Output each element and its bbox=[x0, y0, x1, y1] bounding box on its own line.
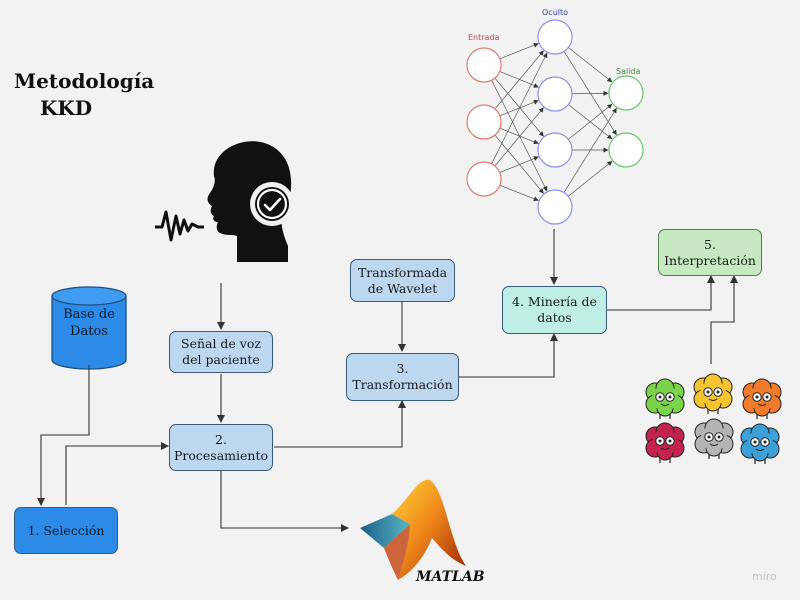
seleccion-node: 1. Selección bbox=[14, 507, 118, 554]
nn-connection bbox=[499, 156, 539, 173]
edge-db-seleccion bbox=[37, 365, 90, 506]
brain-character bbox=[645, 422, 685, 463]
nn-output-label: Salida bbox=[616, 67, 641, 76]
title-line-2: KKD bbox=[40, 96, 93, 120]
matlab-label: MATLAB bbox=[416, 569, 485, 585]
nn-connection bbox=[571, 90, 609, 96]
edge-seleccion-procesamiento bbox=[65, 442, 169, 505]
brain-character bbox=[694, 418, 734, 459]
senal-node: Señal de voz del paciente bbox=[169, 331, 273, 373]
edge-procesamiento-matlab bbox=[220, 471, 349, 532]
nn-connection bbox=[499, 127, 539, 145]
connectors bbox=[37, 229, 738, 532]
edge-brains-interpretacion bbox=[710, 275, 738, 364]
nn-connection bbox=[499, 42, 539, 60]
nn-input-node bbox=[466, 47, 502, 83]
wavelet-node: Transformada de Wavelet bbox=[350, 259, 455, 302]
nn-hidden-node bbox=[537, 19, 573, 55]
miro-watermark: miro bbox=[752, 570, 777, 583]
nn-connection bbox=[499, 184, 539, 202]
nn-connection bbox=[568, 103, 613, 140]
database-cylinder-icon bbox=[51, 286, 127, 370]
procesamiento-node: 2. Procesamiento bbox=[169, 424, 273, 471]
nn-connection bbox=[568, 160, 613, 197]
brain-characters-icon bbox=[645, 373, 782, 464]
interpretacion-node: 5. Interpretación bbox=[658, 229, 762, 276]
matlab-logo-icon bbox=[360, 479, 466, 580]
nn-connection bbox=[499, 71, 539, 88]
nn-connection bbox=[563, 107, 617, 193]
brain-character bbox=[693, 373, 733, 414]
edge-transformacion-mineria bbox=[459, 333, 558, 378]
brain-character bbox=[740, 423, 780, 464]
edge-mineria-interpretacion bbox=[607, 275, 715, 311]
nn-connection bbox=[494, 50, 544, 110]
base-datos-node: Base de Datos bbox=[63, 307, 115, 339]
nn-connection bbox=[568, 47, 613, 83]
neural-network bbox=[466, 19, 644, 225]
mineria-node: 4. Minería de datos bbox=[502, 286, 607, 334]
page-title: Metodología KKD bbox=[14, 68, 154, 122]
nn-hidden-node bbox=[537, 76, 573, 112]
nn-connection bbox=[494, 77, 544, 137]
transformacion-node: 3. Transformación bbox=[346, 353, 459, 401]
speaking-person-icon bbox=[155, 141, 294, 262]
nn-output-node bbox=[608, 75, 644, 111]
nn-hidden-node bbox=[537, 132, 573, 168]
brain-character bbox=[742, 378, 782, 419]
nn-input-label: Entrada bbox=[468, 33, 500, 42]
nn-hidden-label: Oculto bbox=[542, 8, 569, 17]
nn-output-node bbox=[608, 132, 644, 168]
nn-input-node bbox=[466, 104, 502, 140]
nn-connection bbox=[491, 52, 548, 164]
nn-hidden-node bbox=[537, 189, 573, 225]
nn-input-node bbox=[466, 161, 502, 197]
nn-connection bbox=[494, 134, 544, 194]
title-line-1: Metodología bbox=[14, 69, 155, 93]
nn-connection bbox=[494, 107, 544, 167]
brain-character bbox=[645, 378, 685, 419]
edge-procesamiento-transformacion bbox=[274, 400, 406, 448]
nn-connection bbox=[563, 51, 617, 136]
